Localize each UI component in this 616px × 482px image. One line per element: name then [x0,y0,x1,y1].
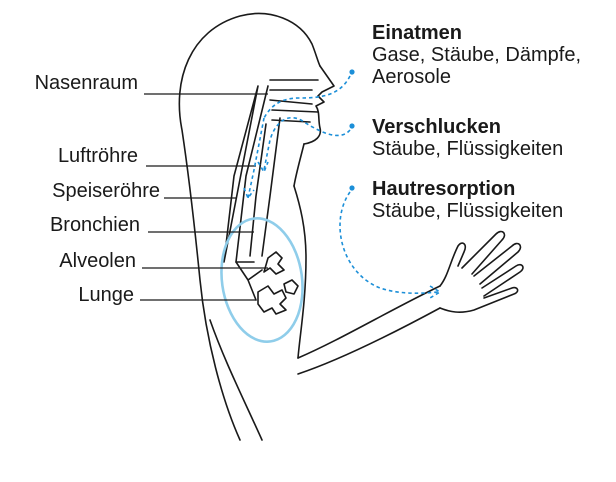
label-lunge: Lunge [30,284,134,306]
alveoli-cluster-lower [258,286,286,314]
route-inhalation: Einatmen Gase, Stäube, Dämpfe, Aerosole [372,22,581,88]
label-speiseroehre: Speiseröhre [10,180,160,202]
alveoli-cluster-upper [264,252,284,274]
skin-dot [349,185,354,190]
head-outline [179,14,320,440]
route-inhalation-line1: Gase, Stäube, Dämpfe, [372,44,581,66]
route-skin-absorption-line1: Stäube, Flüssigkeiten [372,200,563,222]
route-skin-absorption: Hautresorption Stäube, Flüssigkeiten [372,178,563,222]
inhalation-dot [349,69,354,74]
route-ingestion-title: Verschlucken [372,116,563,138]
lung-outline [214,213,310,347]
ingestion-dot [349,123,354,128]
neck-front [294,144,304,186]
arm-lower [298,308,440,374]
label-luftroehre: Luftröhre [30,145,138,167]
arm-upper [298,286,440,358]
route-skin-absorption-title: Hautresorption [372,178,563,200]
nasal-cavity [270,80,318,122]
face-profile [304,66,334,144]
hand-outline [440,232,523,313]
label-alveolen: Alveolen [30,250,136,272]
label-nasenraum: Nasenraum [30,72,138,94]
route-ingestion: Verschlucken Stäube, Flüssigkeiten [372,116,563,160]
label-bronchien: Bronchien [30,214,140,236]
route-ingestion-line1: Stäube, Flüssigkeiten [372,138,563,160]
alveoli-cluster-right [284,280,298,294]
route-inhalation-line2: Aerosole [372,66,581,88]
route-inhalation-title: Einatmen [372,22,581,44]
